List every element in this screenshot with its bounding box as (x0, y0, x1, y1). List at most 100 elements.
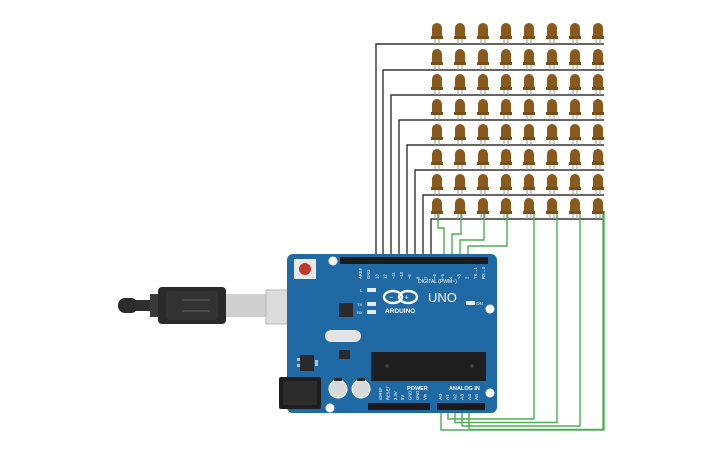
led[interactable] (477, 198, 489, 219)
led[interactable] (569, 49, 581, 70)
pin-label: A3 (460, 394, 466, 400)
led[interactable] (569, 149, 581, 170)
led[interactable] (569, 174, 581, 195)
led[interactable] (546, 23, 558, 44)
pin-label: RESET (385, 386, 390, 400)
led[interactable] (569, 23, 581, 44)
led[interactable] (500, 49, 512, 70)
led[interactable] (477, 74, 489, 95)
analog-header-label: ANALOG IN (449, 386, 480, 392)
led[interactable] (500, 198, 512, 219)
led[interactable] (431, 23, 443, 44)
led[interactable] (592, 124, 604, 145)
led[interactable] (523, 99, 535, 120)
led[interactable] (431, 74, 443, 95)
pin-label: ~11 (391, 272, 396, 279)
led[interactable] (477, 49, 489, 70)
led[interactable] (477, 23, 489, 44)
led[interactable] (431, 174, 443, 195)
led[interactable] (592, 23, 604, 44)
led[interactable] (523, 23, 535, 44)
led[interactable] (546, 99, 558, 120)
column-wire (461, 211, 581, 427)
led[interactable] (454, 23, 466, 44)
led[interactable] (523, 74, 535, 95)
column-wire (467, 211, 508, 261)
rx-label: RX (357, 310, 363, 315)
pin-label: Vin (422, 393, 427, 400)
usb-chip (339, 303, 353, 317)
led[interactable] (592, 74, 604, 95)
led[interactable] (523, 149, 535, 170)
led[interactable] (454, 124, 466, 145)
pin-label: TX→1 (473, 266, 478, 279)
led[interactable] (523, 174, 535, 195)
led[interactable] (523, 198, 535, 219)
led[interactable] (546, 198, 558, 219)
led[interactable] (431, 49, 443, 70)
led[interactable] (454, 49, 466, 70)
pin-label: ~5 (440, 274, 445, 279)
pin-label: GND (415, 391, 420, 400)
pin-label: A5 (474, 394, 480, 400)
crystal (325, 330, 361, 342)
led[interactable] (592, 99, 604, 120)
led[interactable] (454, 99, 466, 120)
led[interactable] (454, 74, 466, 95)
column-wire (437, 211, 445, 261)
led[interactable] (569, 74, 581, 95)
led[interactable] (523, 49, 535, 70)
led[interactable] (592, 174, 604, 195)
led[interactable] (523, 124, 535, 145)
led[interactable] (454, 198, 466, 219)
pin-label: 12 (383, 274, 388, 279)
led[interactable] (569, 198, 581, 219)
pin-label: A0 (438, 394, 444, 400)
voltage-regulator (300, 355, 314, 371)
led[interactable] (454, 149, 466, 170)
led[interactable] (546, 174, 558, 195)
led[interactable] (500, 99, 512, 120)
led[interactable] (477, 99, 489, 120)
led[interactable] (592, 149, 604, 170)
led[interactable] (477, 149, 489, 170)
led[interactable] (500, 174, 512, 195)
pin-label: ~3 (456, 274, 461, 279)
led[interactable] (431, 99, 443, 120)
on-label: ON (476, 301, 483, 306)
led[interactable] (592, 198, 604, 219)
led[interactable] (431, 124, 443, 145)
svg-text:+: + (405, 295, 409, 302)
led[interactable] (546, 49, 558, 70)
led[interactable] (477, 124, 489, 145)
row-wire (390, 94, 604, 261)
led[interactable] (546, 149, 558, 170)
brand-label: ARDUINO (385, 308, 415, 315)
led[interactable] (569, 124, 581, 145)
led-matrix (431, 23, 604, 219)
rx-indicator (367, 310, 376, 314)
led[interactable] (500, 124, 512, 145)
led[interactable] (569, 99, 581, 120)
led[interactable] (592, 49, 604, 70)
pin-label: 8 (415, 276, 420, 279)
reset-button[interactable] (294, 259, 316, 279)
led[interactable] (431, 198, 443, 219)
led-l-label: L (360, 288, 363, 293)
pin-label: 5V (400, 395, 405, 400)
led[interactable] (431, 149, 443, 170)
led[interactable] (500, 23, 512, 44)
led[interactable] (454, 174, 466, 195)
led[interactable] (546, 74, 558, 95)
led[interactable] (500, 74, 512, 95)
microcontroller-chip (371, 352, 486, 381)
led[interactable] (477, 174, 489, 195)
pin-label: GND (366, 270, 371, 279)
led[interactable] (546, 124, 558, 145)
pin-label: AREF (358, 267, 363, 279)
power-header (368, 403, 430, 410)
led[interactable] (500, 149, 512, 170)
